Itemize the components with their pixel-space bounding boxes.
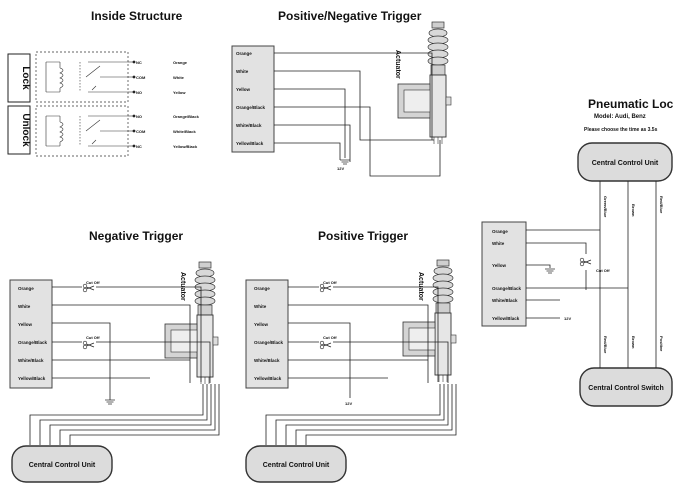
relay-wire-label: White/Black: [236, 123, 262, 128]
relay-wire-label: Yellow/Black: [236, 141, 264, 146]
scissors-icon: [319, 283, 332, 293]
wire-label: Green/Blue: [603, 196, 608, 218]
unlock-relay-coil: [59, 121, 64, 143]
relay-wire-label: White/Black: [18, 358, 44, 363]
title-pneumatic-lock: Pneumatic Lock: [588, 97, 674, 111]
ground-icon: [104, 399, 116, 405]
ccs-label: Central Control Switch: [588, 385, 663, 392]
ccu-label: Central Control Unit: [263, 462, 330, 469]
wire-color-label: White: [173, 75, 185, 80]
relay-wire-label: White: [492, 241, 505, 246]
relay-wire-label: White: [18, 304, 31, 309]
wire-color-label: Orange: [173, 60, 188, 65]
relay-wire-label: Yellow/Black: [492, 316, 520, 321]
pneumatic-lock: Pneumatic Lock Model: Audi, Benz Please …: [481, 97, 674, 407]
relay-wire-label: Orange: [254, 286, 270, 291]
posneg-trigger: Positive/Negative Trigger Orange White Y…: [231, 9, 452, 177]
cut-off-label: Cut Off: [323, 280, 337, 285]
positive-trigger: Positive Trigger Orange White Yellow Ora…: [245, 229, 457, 483]
relay-wire-label: Yellow: [254, 322, 269, 327]
voltage-label: 12V: [345, 401, 352, 406]
pin-label: COM: [136, 129, 146, 134]
relay-wire-label: Orange/Black: [492, 286, 522, 291]
voltage-label: 12V: [337, 166, 344, 171]
relay-wire-label: Orange: [236, 51, 252, 56]
relay-wire-label: Orange: [492, 229, 508, 234]
central-control-unit: [577, 142, 673, 182]
actuator-icon: [397, 21, 452, 145]
wire-label: Positive: [659, 336, 664, 352]
relay-wire-label: Orange/Black: [254, 340, 284, 345]
relay-wire-label: Yellow/Black: [254, 376, 282, 381]
wire-label: Red/Blue: [659, 196, 664, 214]
title-positive-trigger: Positive Trigger: [318, 229, 408, 243]
central-control-unit: [245, 445, 347, 483]
pin-label: NC: [136, 60, 142, 65]
time-note: Please choose the time as 3.5s: [584, 127, 658, 133]
lock-label-box: [7, 53, 31, 103]
inside-structure: Inside Structure Lock Unlock NC COM: [7, 9, 200, 157]
unlock-label-box: [7, 105, 31, 155]
central-control-switch: [579, 367, 673, 407]
pin-label: NC: [136, 144, 142, 149]
cut-off-label: Cut Off: [323, 335, 337, 340]
pin-label: NO: [136, 90, 142, 95]
relay-wire-label: Yellow/Black: [18, 376, 46, 381]
relay-wire-label: White: [254, 304, 267, 309]
ccu-label: Central Control Unit: [592, 160, 659, 167]
central-control-unit: [11, 445, 113, 483]
scissors-icon: [579, 257, 592, 267]
wire-color-label: Orange/Black: [173, 114, 200, 119]
scissors-icon: [82, 340, 95, 350]
negative-trigger: Negative Trigger Orange White Yellow Ora…: [9, 229, 220, 483]
wire-color-label: Yellow: [173, 90, 186, 95]
relay-box-pneumatic: [481, 221, 527, 327]
relay-wire-label: White/Black: [492, 298, 518, 303]
lock-label: Lock: [20, 66, 31, 90]
relay-wire-label: White/Black: [254, 358, 280, 363]
cut-off-label: Cut Off: [596, 268, 610, 273]
relay-wire-label: Yellow: [492, 263, 507, 268]
scissors-icon: [319, 340, 332, 350]
title-inside-structure: Inside Structure: [91, 9, 183, 23]
wire-label: Brown: [631, 336, 636, 349]
relay-wire-label: Yellow: [236, 87, 251, 92]
lock-relay-coil: [59, 67, 64, 89]
wire-label: Brown: [631, 204, 636, 217]
relay-wire-label: Orange/Black: [236, 105, 266, 110]
unlock-label: Unlock: [20, 113, 31, 147]
title-negative-trigger: Negative Trigger: [89, 229, 183, 243]
relay-wire-label: Yellow: [18, 322, 33, 327]
actuator-label: Actuator: [179, 272, 186, 301]
actuator-label: Actuator: [394, 50, 401, 79]
voltage-label: 12V: [564, 316, 571, 321]
wire-color-label: Yellow/Black: [173, 144, 198, 149]
relay-box-positive: [245, 279, 289, 389]
relay-box-posneg: [231, 45, 275, 153]
model-label: Model: Audi, Benz: [594, 114, 646, 120]
relay-box-negative: [9, 279, 53, 389]
actuator-label: Actuator: [417, 272, 424, 301]
title-posneg-trigger: Positive/Negative Trigger: [278, 9, 422, 23]
pin-label: NO: [136, 114, 142, 119]
relay-wire-label: Orange/Black: [18, 340, 48, 345]
ground-icon: [339, 159, 351, 165]
wire-color-label: White/Black: [173, 129, 196, 134]
ground-icon: [544, 268, 556, 274]
ccu-label: Central Control Unit: [29, 462, 96, 469]
cut-off-label: Cut Off: [86, 280, 100, 285]
scissors-icon: [82, 283, 95, 293]
relay-wire-label: White: [236, 69, 249, 74]
wire-label: Red/Blue: [603, 336, 608, 354]
relay-wire-label: Orange: [18, 286, 34, 291]
cut-off-label: Cut Off: [86, 335, 100, 340]
pin-label: COM: [136, 75, 146, 80]
